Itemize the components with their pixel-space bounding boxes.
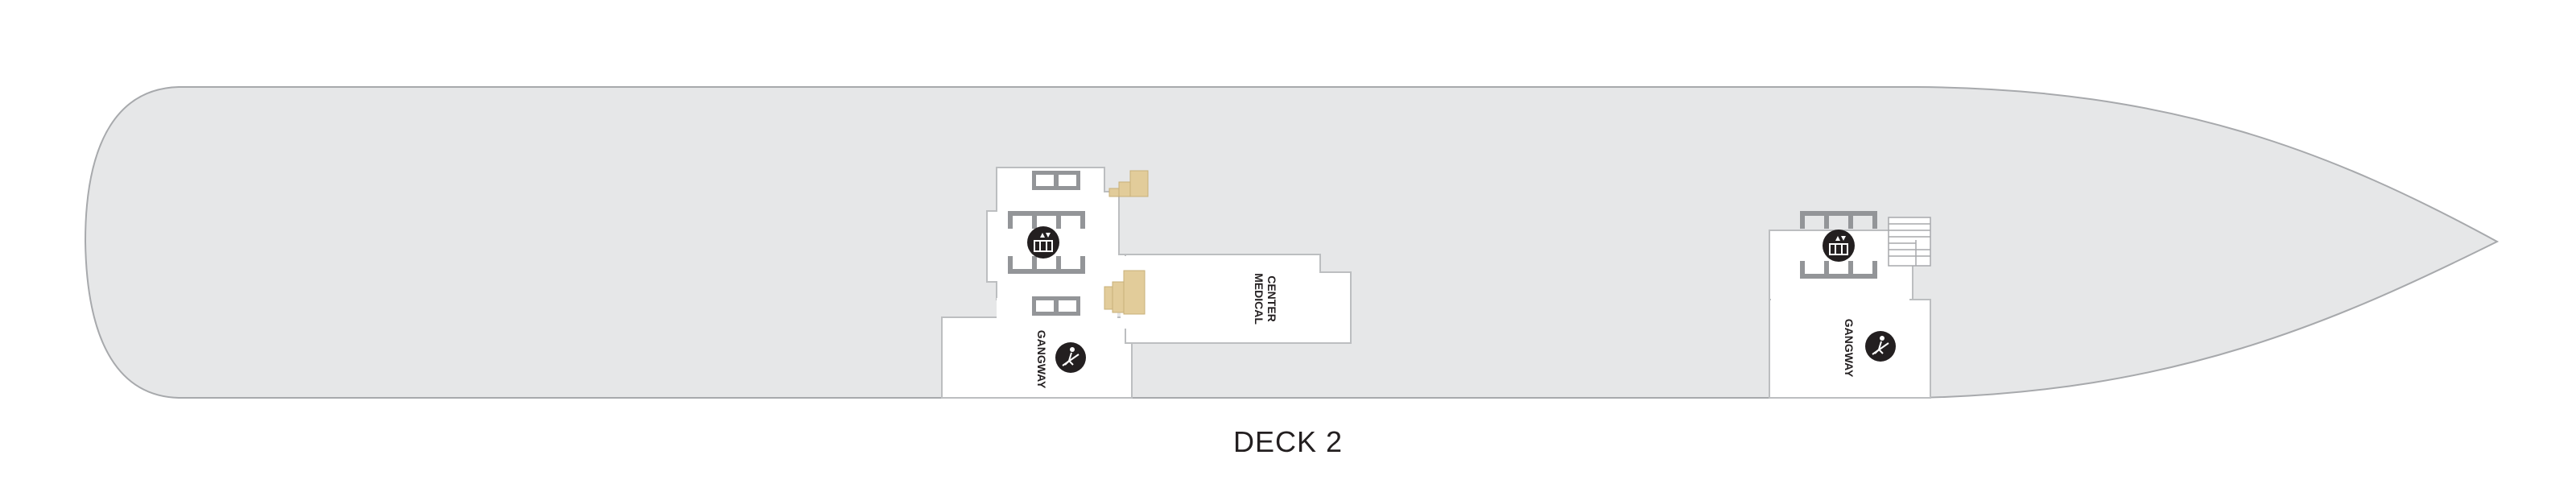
aft-core: MEDICAL CENTER GANGWAY: [941, 167, 1352, 399]
forward-gangway-connector: [1771, 295, 1909, 304]
aft-elevator-bank: [1008, 211, 1085, 274]
forward-gangway-icon: [1865, 331, 1896, 362]
medical-center-room[interactable]: [1125, 254, 1352, 344]
ship-hull: [84, 86, 2500, 399]
aft-stairs-lower: [1104, 270, 1146, 315]
forward-elevator-icon: [1823, 230, 1855, 262]
aft-elevator-lower: [1032, 296, 1080, 316]
forward-stairs: [1888, 217, 1931, 267]
aft-stairs-upper: [1108, 170, 1149, 197]
forward-elevator-bank: [1800, 211, 1877, 279]
aft-elevator-row-top: [1032, 171, 1080, 190]
medical-center-label-1: MEDICAL: [1253, 273, 1265, 325]
forward-gangway-label: GANGWAY: [1843, 319, 1856, 378]
deck-title: DECK 2: [1232, 425, 1344, 458]
aft-gangway-icon: [1055, 342, 1086, 373]
aft-gangway-room[interactable]: [941, 316, 1133, 399]
forward-core: GANGWAY: [1769, 211, 1931, 399]
aft-elevator-icon: [1027, 226, 1059, 259]
medical-center-label-2: CENTER: [1265, 275, 1278, 322]
aft-gangway-label: GANGWAY: [1035, 330, 1048, 389]
